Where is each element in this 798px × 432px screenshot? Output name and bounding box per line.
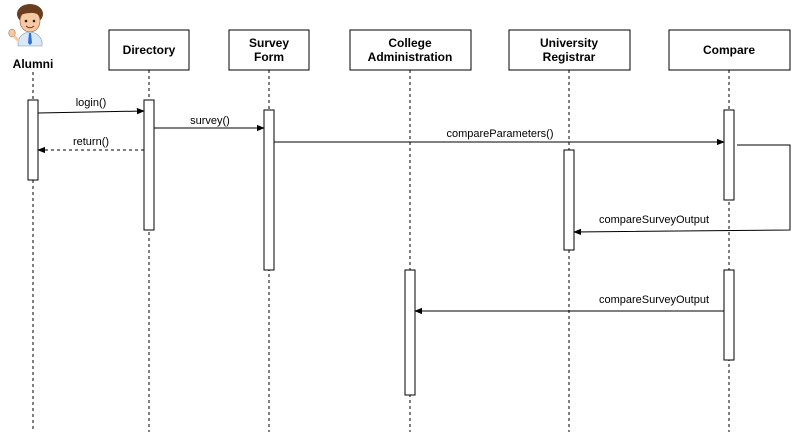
participant-directory: Directory [108, 29, 190, 71]
participant-label-line2: Administration [368, 50, 453, 64]
message-label: compareSurveyOutput [599, 214, 709, 226]
activation-bars [27, 99, 735, 396]
actor-label: Alumni [13, 57, 54, 71]
message-return: return() [37, 136, 144, 154]
activation-alumni [27, 99, 39, 181]
message-label: return() [73, 136, 109, 148]
message-login: login() [37, 97, 145, 115]
message-compare-parameters: compareParameters() [274, 128, 725, 146]
participant-label-line1: Survey [249, 36, 289, 50]
participant-label: Directory [123, 43, 176, 57]
message-compare-survey-output-1: compareSurveyOutput [573, 144, 791, 236]
activation-university-registrar [563, 149, 575, 251]
participant-compare: Compare [668, 29, 791, 71]
participant-label-line1: University [540, 36, 598, 50]
message-label: compareSurveyOutput [599, 294, 709, 306]
message-survey: survey() [154, 115, 265, 132]
activation-survey-form [263, 109, 275, 271]
participant-label-line2: Form [254, 50, 284, 64]
participant-label: Compare [703, 43, 755, 57]
message-label: compareParameters() [447, 128, 554, 140]
participant-college-administration: College Administration [349, 29, 472, 71]
participant-university-registrar: University Registrar [508, 29, 631, 71]
message-compare-survey-output-2: compareSurveyOutput [414, 294, 724, 315]
message-label: login() [76, 97, 107, 109]
participant-label-line2: Registrar [543, 50, 596, 64]
activation-directory [143, 99, 155, 231]
activation-compare-1 [723, 109, 735, 201]
participant-label-line1: College [388, 36, 432, 50]
activation-college-administration [404, 269, 416, 396]
man-avatar-icon [8, 4, 43, 47]
message-label: survey() [190, 115, 230, 127]
actor-alumni: Alumni [8, 4, 54, 71]
lifelines [32, 70, 730, 432]
participant-survey-form: Survey Form [228, 29, 310, 71]
activation-compare-2 [723, 269, 735, 361]
